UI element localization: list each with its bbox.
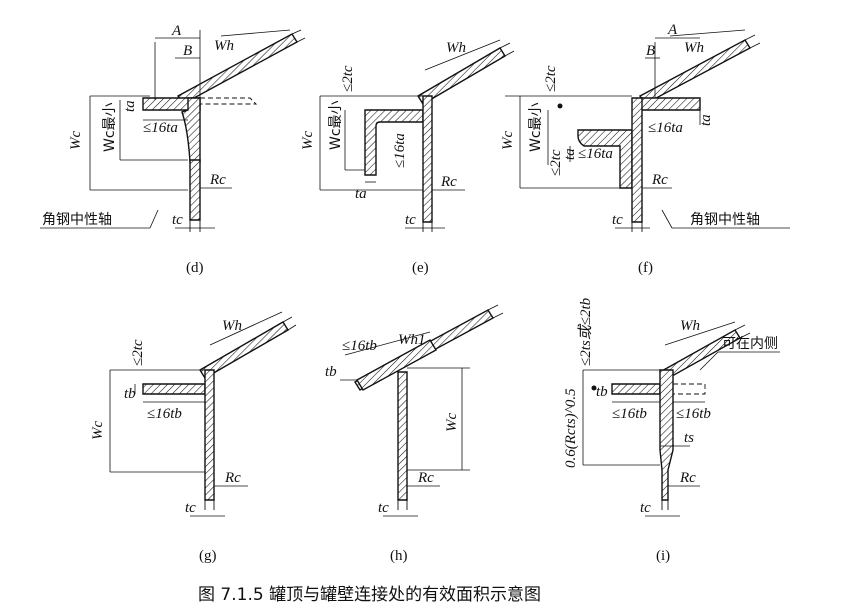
g-label-tc: tc (185, 500, 196, 516)
e-label-Wh: Wh (446, 40, 466, 56)
f-label-Wc: Wc (500, 131, 516, 150)
panel-g: Wh ≤2tc tb ≤16tb Wc Rc tc (g) (90, 311, 297, 564)
g-ring-bar (142, 383, 206, 395)
e-label-ta: ta (355, 186, 367, 202)
f-label-tc: tc (612, 212, 623, 228)
h-label-Wc: Wc (444, 413, 460, 432)
h-label-Rc: Rc (417, 470, 434, 486)
d-label-Rc: Rc (209, 172, 226, 188)
e-label-Rc: Rc (440, 174, 457, 190)
panel-f: A B Wh ≤2tc Wc Wc最小 ≤2tc ta ≤16ta ≤16ta … (500, 22, 790, 276)
panel-i: Wh ≤2ts或≤2tb 可在内侧 0.6(Rcts)^0.5 tb ≤16tb… (563, 297, 780, 564)
i-panel-label: (i) (656, 548, 670, 564)
i-label-top-formula: ≤2ts或≤2tb (577, 297, 594, 366)
g-shell (204, 369, 215, 501)
i-label-Rc: Rc (679, 470, 696, 486)
e-label-le16ta: ≤16ta (392, 133, 408, 168)
e-shell (422, 95, 433, 223)
i-thickened-shell (659, 369, 674, 501)
f-label-le16ta-right: ≤16ta (648, 120, 683, 136)
f-angle-inner (577, 129, 633, 189)
h-shell (397, 371, 408, 501)
f-label-Rc: Rc (651, 172, 668, 188)
e-angle (364, 109, 424, 176)
h-label-tc: tc (378, 500, 389, 516)
d-label-Wc-min: Wc最小 (102, 102, 118, 152)
e-label-le2tc: ≤2tc (340, 65, 356, 92)
f-label-ta-side: ta (562, 148, 578, 160)
h-label-le16tb: ≤16tb (342, 338, 377, 354)
f-label-Wc-min: Wc最小 (528, 102, 544, 152)
d-label-Wh: Wh (214, 38, 234, 54)
f-label-le2tc: ≤2tc (548, 149, 564, 176)
i-ring-bar (611, 383, 661, 395)
f-label-le16ta-left: ≤16ta (578, 146, 613, 162)
e-panel-label: (e) (412, 260, 429, 276)
h-label-tb: tb (325, 364, 337, 380)
i-label-le16tb-left: ≤16tb (612, 406, 647, 422)
d-label-ta: ta (122, 100, 138, 112)
d-label-Wc: Wc (68, 131, 84, 150)
f-angle-top-leg (639, 97, 701, 111)
i-label-ts: ts (684, 430, 694, 446)
i-label-le16tb-right: ≤16tb (676, 406, 711, 422)
f-label-ta-right: ta (698, 114, 714, 126)
d-label-A: A (171, 23, 182, 39)
panel-h: ≤16tb Wh1 tb Wc Rc tc (h) (325, 304, 504, 564)
d-label-B: B (183, 43, 192, 59)
d-shell (189, 159, 201, 221)
f-panel-label: (f) (638, 260, 653, 276)
f-label-axis: 角钢中性轴 (690, 212, 760, 228)
e-label-tc: tc (405, 212, 416, 228)
d-label-tc: tc (172, 212, 183, 228)
d-label-le16ta: ≤16ta (143, 120, 178, 136)
g-label-le2tc: ≤2tc (130, 339, 146, 366)
g-label-le16tb: ≤16tb (147, 406, 182, 422)
h-compression-plate (356, 339, 437, 391)
h-label-Wh1: Wh1 (398, 332, 426, 348)
d-panel-label: (d) (186, 260, 204, 276)
f-label-le2tc-top: ≤2tc (543, 65, 559, 92)
i-label-inside-note: 可在内侧 (722, 336, 778, 352)
g-label-Wc: Wc (90, 421, 106, 440)
g-label-Wh: Wh (222, 318, 242, 334)
i-label-Wh: Wh (680, 318, 700, 334)
d-label-axis: 角钢中性轴 (42, 212, 112, 228)
panel-e: Wh ≤2tc Wc Wc最小 ≤16ta ta Rc tc (e) (300, 39, 515, 276)
g-label-tb: tb (124, 386, 136, 402)
f-label-Wh: Wh (684, 40, 704, 56)
f-label-A: A (667, 22, 678, 38)
g-label-Rc: Rc (224, 470, 241, 486)
e-label-Wc: Wc (300, 131, 316, 150)
i-label-side-formula: 0.6(Rcts)^0.5 (563, 388, 579, 468)
e-label-Wc-min: Wc最小 (328, 100, 344, 150)
i-label-tb: tb (596, 384, 608, 400)
d-roof-plate (177, 33, 298, 105)
f-shell (631, 97, 643, 223)
panel-d: A B Wh Wc Wc最小 ta ≤16ta Rc tc 角钢中性轴 (d) (40, 23, 306, 276)
i-label-tc: tc (640, 500, 651, 516)
figure-caption: 图 7.1.5 罐顶与罐壁连接处的有效面积示意图 (198, 585, 541, 605)
h-panel-label: (h) (390, 548, 408, 564)
f-label-B: B (646, 43, 655, 59)
g-panel-label: (g) (199, 548, 217, 564)
